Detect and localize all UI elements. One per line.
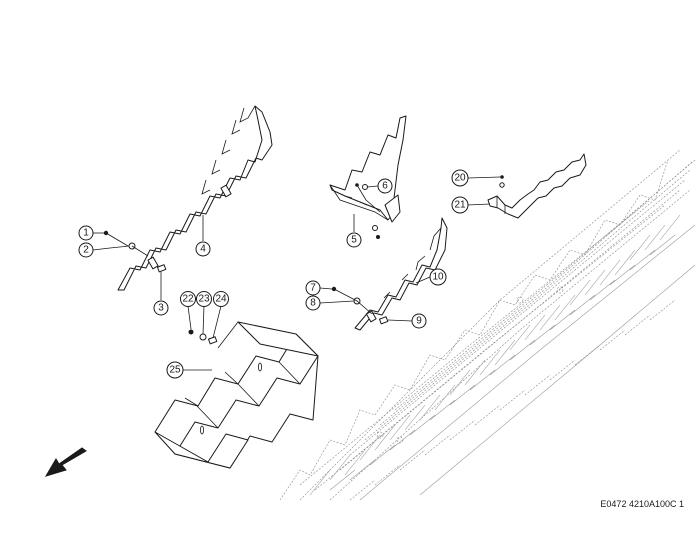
callout-8: 8 bbox=[305, 295, 321, 311]
stair-assembly-ghost bbox=[279, 149, 696, 501]
svg-text:20: 20 bbox=[454, 173, 466, 184]
svg-text:2: 2 bbox=[83, 245, 89, 256]
hardware bbox=[103, 175, 505, 345]
nut-9 bbox=[378, 316, 389, 325]
svg-text:5: 5 bbox=[351, 235, 357, 246]
callout-4: 4 bbox=[195, 241, 211, 257]
washer-5b bbox=[372, 225, 378, 231]
callout-3: 3 bbox=[153, 300, 169, 316]
bolt-20 bbox=[500, 175, 504, 179]
callout-7: 7 bbox=[305, 280, 321, 296]
callout-23: 23 bbox=[196, 291, 212, 307]
part-21-stringer bbox=[487, 153, 587, 219]
callout-21: 21 bbox=[451, 196, 469, 214]
callout-22: 22 bbox=[180, 291, 196, 307]
svg-text:22: 22 bbox=[182, 294, 194, 305]
svg-text:23: 23 bbox=[198, 294, 210, 305]
nut-3 bbox=[156, 264, 167, 273]
svg-text:21: 21 bbox=[454, 200, 466, 211]
svg-text:9: 9 bbox=[416, 316, 422, 327]
callout-10: 10 bbox=[429, 268, 447, 286]
part-4-stringer bbox=[117, 105, 273, 291]
washer-23 bbox=[199, 333, 207, 341]
arrow-down-left-icon bbox=[44, 447, 87, 477]
svg-text:10: 10 bbox=[432, 272, 444, 283]
callout-5: 5 bbox=[346, 232, 362, 248]
nut-5c bbox=[376, 235, 380, 239]
svg-text:1: 1 bbox=[83, 228, 89, 239]
svg-text:7: 7 bbox=[310, 283, 316, 294]
callout-1: 1 bbox=[78, 225, 94, 241]
reference-code: E0472 4210A100C 1 bbox=[600, 499, 684, 509]
svg-text:8: 8 bbox=[310, 298, 316, 309]
bolt-22 bbox=[188, 329, 194, 335]
svg-text:6: 6 bbox=[382, 181, 388, 192]
callout-2: 2 bbox=[78, 242, 94, 258]
washer-20b bbox=[499, 182, 505, 188]
svg-text:4: 4 bbox=[200, 244, 206, 255]
part-25-tread-plate bbox=[154, 321, 319, 469]
svg-text:25: 25 bbox=[169, 365, 181, 376]
washer-6 bbox=[362, 184, 368, 190]
part-10-stringer bbox=[354, 217, 448, 331]
callout-25: 25 bbox=[166, 361, 184, 379]
leader-lines bbox=[92, 176, 501, 371]
part-5-bracket bbox=[329, 115, 407, 223]
svg-text:3: 3 bbox=[158, 303, 164, 314]
callout-9: 9 bbox=[411, 313, 427, 329]
callout-6: 6 bbox=[377, 178, 393, 194]
svg-text:24: 24 bbox=[215, 294, 227, 305]
callout-20: 20 bbox=[451, 169, 469, 187]
callout-24: 24 bbox=[213, 291, 229, 307]
nut-24 bbox=[207, 336, 218, 345]
